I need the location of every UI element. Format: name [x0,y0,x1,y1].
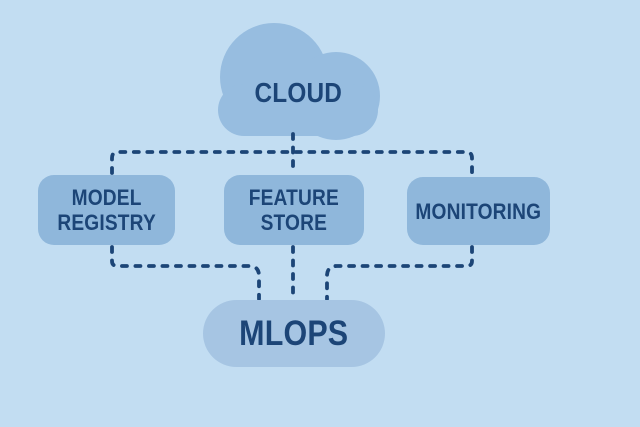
node-cloud-label: CLOUD [254,77,342,108]
connector-bus [110,150,474,175]
node-model-registry: MODEL REGISTRY [38,175,175,245]
cloud-body [218,84,378,136]
connector-group [110,132,474,301]
node-mlops-label: MLOPS [239,314,349,353]
connector-model-registry-to-mlops [110,245,261,301]
node-monitoring-label: MONITORING [415,198,542,224]
cloud-icon [218,23,380,140]
node-model-registry-label: MODEL REGISTRY [57,185,156,235]
node-cloud: CLOUD [218,77,378,109]
node-feature-store: FEATURE STORE [224,175,364,245]
node-monitoring: MONITORING [407,177,550,245]
connector-monitoring-to-mlops [325,245,474,301]
node-mlops: MLOPS [203,300,385,367]
node-feature-store-label: FEATURE STORE [248,185,340,235]
